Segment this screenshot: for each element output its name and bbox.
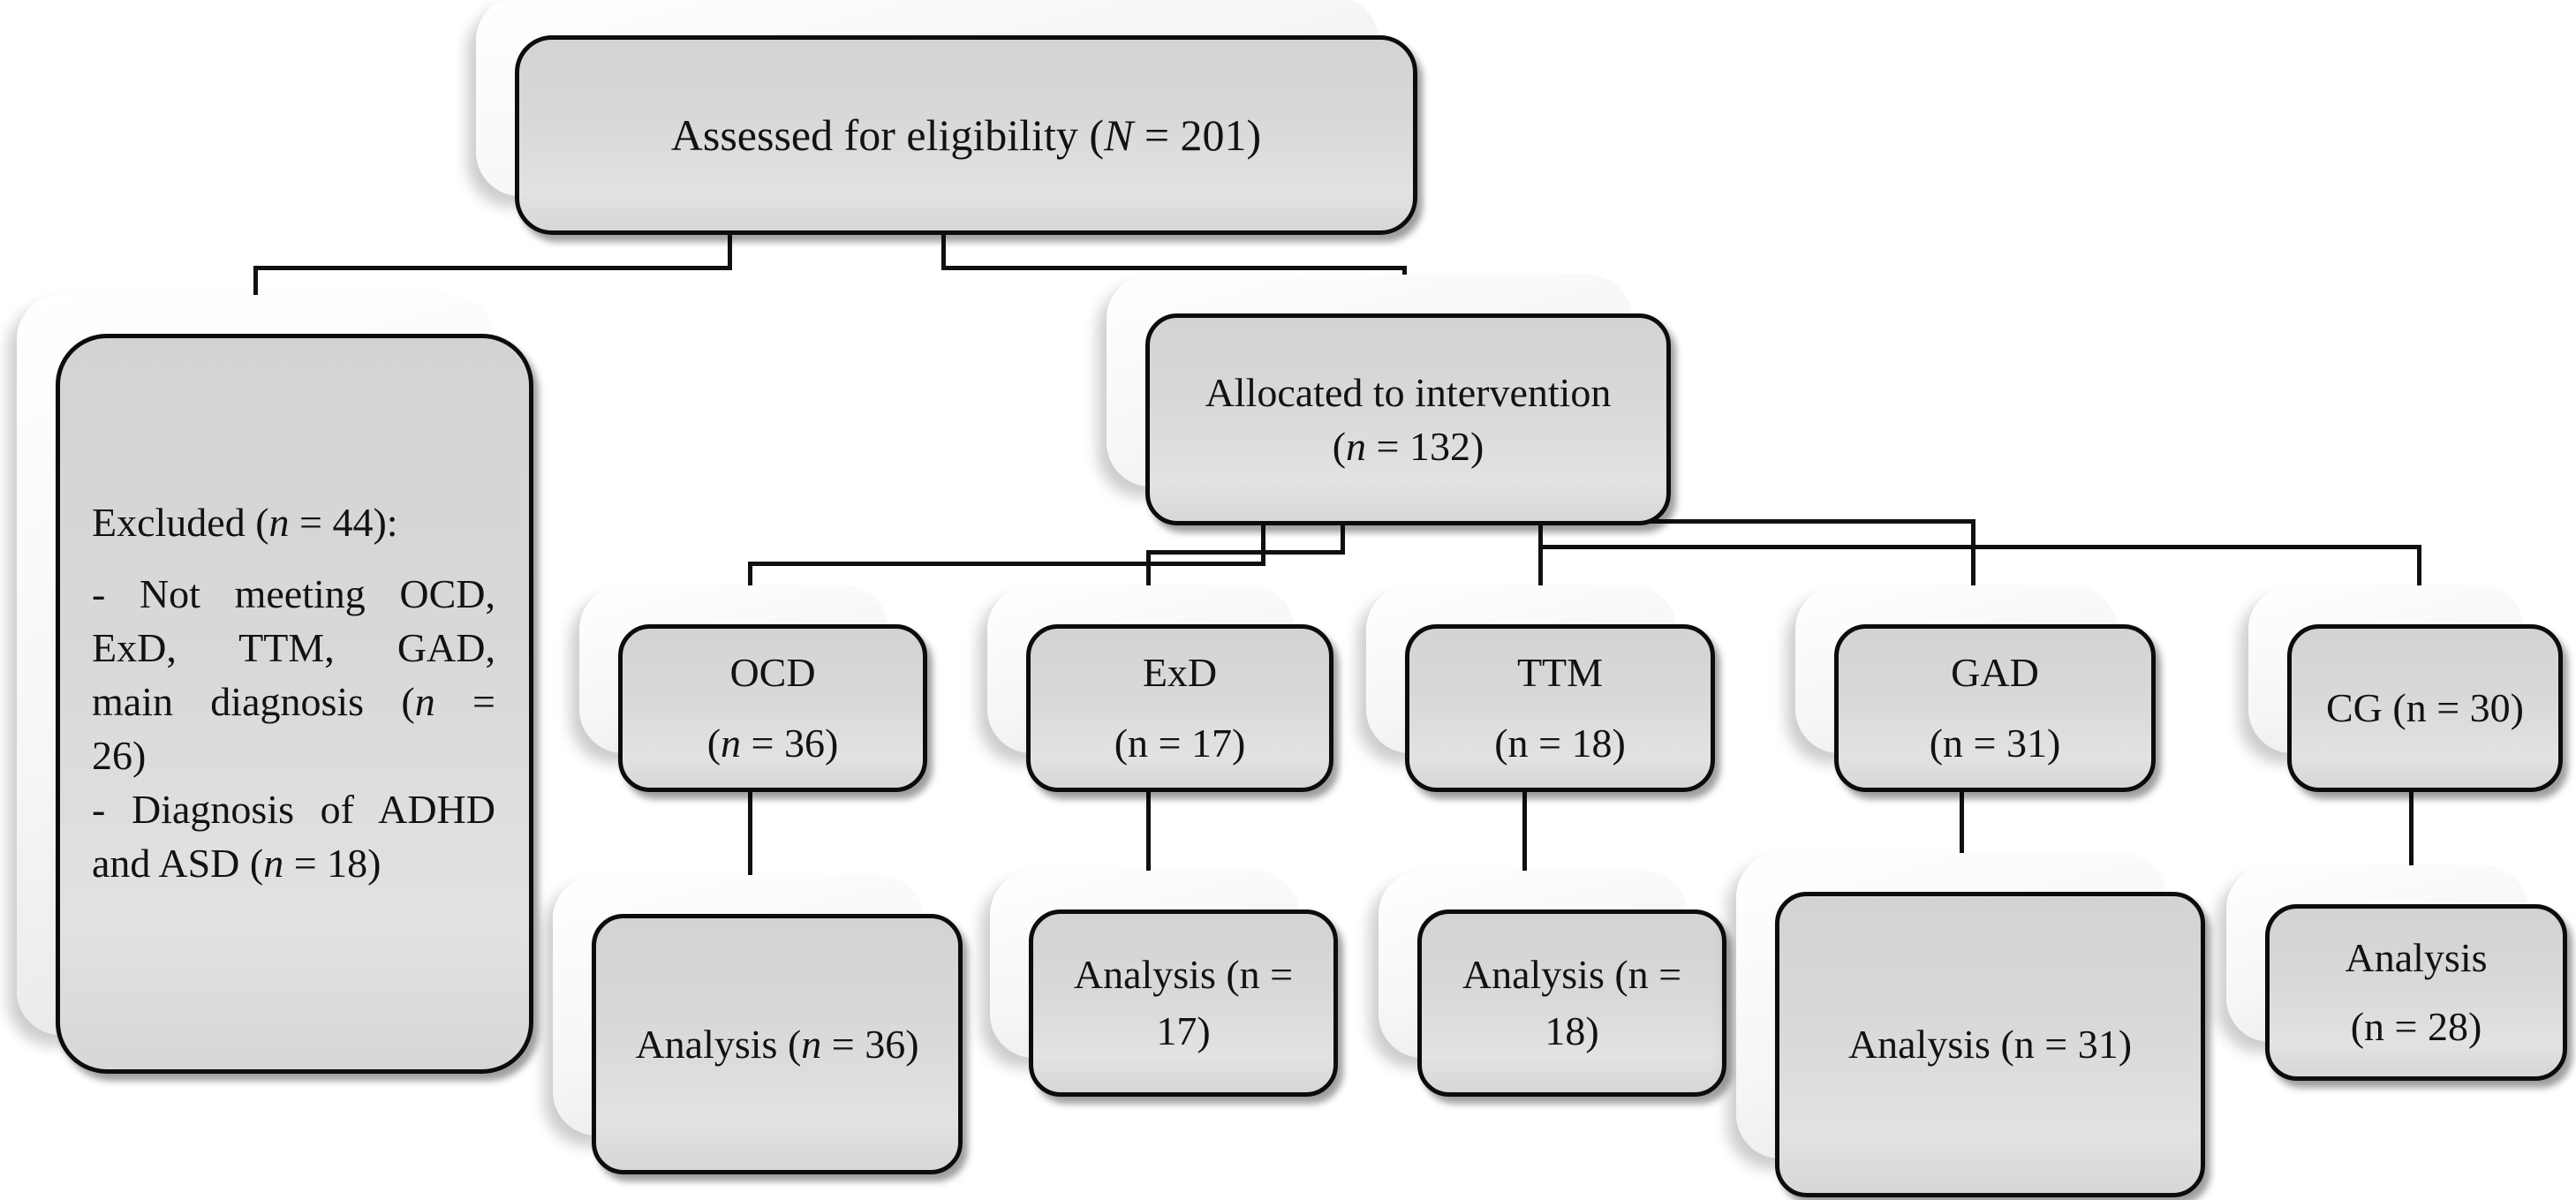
connector-gad-analysis xyxy=(1960,789,1964,896)
text-line: (n = 28) xyxy=(2350,1004,2482,1049)
text-line: (n = 132) xyxy=(1332,424,1484,469)
text-line: (n = 17) xyxy=(1114,721,1246,766)
node-assessed-for-eligibility: Assessed for eligibility (N = 201) xyxy=(476,0,1417,235)
connector-hline-cg xyxy=(1538,545,2421,549)
text-line: ExD xyxy=(1142,650,1218,695)
text-line: (n = 31) xyxy=(1929,721,2061,766)
text-line: ExD, TTM, GAD, xyxy=(92,625,495,670)
node-box: Allocated to intervention (n = 132) xyxy=(1145,313,1671,525)
node-analysis-ttm: Analysis (n = 18) xyxy=(1379,871,1726,1097)
node-group-cg: CG (n = 30) xyxy=(2248,585,2563,792)
text-line: Analysis (n = xyxy=(1073,952,1294,997)
text-line: - Not meeting OCD, xyxy=(92,571,495,616)
node-analysis-gad: Analysis (n = 31) xyxy=(1736,853,2205,1197)
node-box: Analysis (n = 36) xyxy=(592,914,963,1174)
connector-ocd-analysis xyxy=(748,789,752,918)
node-analysis-ocd: Analysis (n = 36) xyxy=(553,875,963,1174)
text-line: OCD xyxy=(729,650,816,695)
text-line: main diagnosis (n = xyxy=(92,679,495,724)
node-analysis-cg: Analysis (n = 28) xyxy=(2226,865,2567,1081)
text-line: Excluded (n = 44): xyxy=(92,500,398,545)
node-box: Assessed for eligibility (N = 201) xyxy=(515,35,1417,235)
text-line: Analysis (n = xyxy=(1462,952,1682,997)
connector-allocated-stub-1 xyxy=(1261,524,1265,566)
text-line: and ASD (n = 18) xyxy=(92,841,381,886)
text-line: - Diagnosis of ADHD xyxy=(92,787,495,832)
connector-hline-gad xyxy=(1644,519,1975,524)
connector-ttm-analysis xyxy=(1522,789,1527,914)
node-group-exd: ExD (n = 17) xyxy=(987,585,1333,792)
text-line: Analysis (n = 31) xyxy=(1847,1022,2133,1067)
node-box: ExD (n = 17) xyxy=(1026,624,1333,792)
node-group-ttm: TTM (n = 18) xyxy=(1366,585,1715,792)
node-box: Excluded (n = 44): - Not meeting OCD, ExD,… xyxy=(56,334,533,1074)
node-box: Analysis (n = 31) xyxy=(1775,892,2205,1197)
node-group-ocd: OCD (n = 36) xyxy=(579,585,927,792)
node-box: Analysis (n = 17) xyxy=(1029,909,1338,1097)
text-line: 18) xyxy=(1545,1008,1599,1053)
connector-assessed-stub-right xyxy=(941,235,946,270)
text-line: GAD xyxy=(1951,650,2039,695)
node-box: OCD (n = 36) xyxy=(618,624,927,792)
text-line: Allocated to intervention xyxy=(1205,370,1612,415)
node-excluded: Excluded (n = 44): - Not meeting OCD, ExD,… xyxy=(17,295,533,1074)
connector-drop-gad xyxy=(1971,519,1975,630)
text-line: CG (n = 30) xyxy=(2326,685,2524,730)
node-box: Analysis (n = 18) xyxy=(1417,909,1726,1097)
connector-assessed-hline-right xyxy=(941,266,1406,270)
text-line: Analysis (n = 36) xyxy=(635,1021,919,1067)
text-line: 26) xyxy=(92,733,147,778)
text-line: Analysis xyxy=(2345,935,2488,980)
connector-cg-analysis xyxy=(2409,789,2414,909)
node-allocated-to-intervention: Allocated to intervention (n = 132) xyxy=(1107,275,1671,525)
node-box: CG (n = 30) xyxy=(2287,624,2563,792)
node-box: TTM (n = 18) xyxy=(1405,624,1715,792)
connector-exd-analysis xyxy=(1146,789,1151,914)
node-group-gad: GAD (n = 31) xyxy=(1795,585,2156,792)
text-line: Assessed for eligibility (N = 201) xyxy=(670,110,1262,160)
connector-hline-ocd xyxy=(748,562,1265,566)
connector-assessed-stub-left xyxy=(728,235,732,270)
connector-assessed-hline-left xyxy=(255,266,732,270)
node-box: GAD (n = 31) xyxy=(1834,624,2156,792)
node-analysis-exd: Analysis (n = 17) xyxy=(990,871,1338,1097)
text-line: TTM xyxy=(1516,650,1604,695)
node-box: Analysis (n = 28) xyxy=(2265,904,2567,1081)
text-line: (n = 36) xyxy=(706,721,839,766)
connector-hline-exd xyxy=(1146,550,1345,555)
text-line: 17) xyxy=(1156,1008,1211,1053)
text-line: (n = 18) xyxy=(1494,721,1626,766)
connector-allocated-stub-2 xyxy=(1341,524,1345,554)
connector-allocated-stub-3 xyxy=(1538,524,1543,597)
